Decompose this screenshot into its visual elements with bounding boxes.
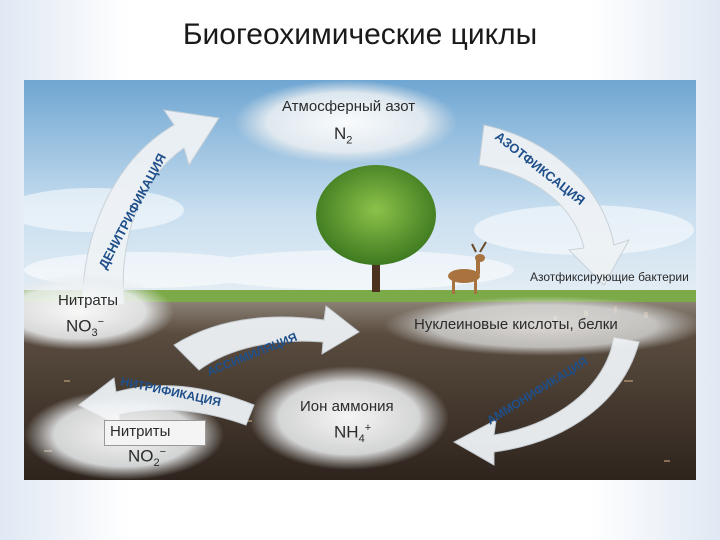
- nitrates-formula-base: NO: [66, 316, 92, 336]
- ammonium-formula: NH4+: [334, 422, 371, 445]
- nitrates-label: Нитраты: [58, 292, 119, 309]
- nitrates-formula-sub: 3: [91, 327, 98, 340]
- nitrites-formula-sup: −: [159, 446, 167, 458]
- atmosphere-blob: [234, 80, 458, 164]
- deer-icon: [448, 241, 487, 294]
- assimilation-arrow: [173, 305, 360, 371]
- atmosphere-formula-base: N: [334, 124, 347, 143]
- nucleic-label: Нуклеиновые кислоты, белки: [414, 316, 618, 333]
- page-title: Биогеохимические циклы: [182, 18, 538, 51]
- tree-trunk: [372, 240, 380, 292]
- nitrates-formula-sup: −: [97, 316, 105, 328]
- bacteria-label: Азотфиксирующие бактерии: [530, 270, 689, 284]
- nitrites-formula-base: NO: [128, 446, 154, 466]
- tree-icon: [316, 165, 436, 265]
- nitrites-formula-sub: 2: [153, 457, 160, 470]
- ammonium-formula-sup: +: [364, 422, 372, 434]
- nitrogen-cycle-diagram: ДЕНИТРИФИКАЦИЯ АЗОТФИКСАЦИЯ АССИМИЛЯЦИЯ …: [24, 80, 696, 480]
- nitrites-label: Нитриты: [110, 423, 171, 440]
- atmosphere-formula-sub: 2: [346, 134, 353, 147]
- nitrites-box: [104, 420, 206, 446]
- ammonium-label: Ион аммония: [300, 398, 394, 415]
- nitrates-blob: [24, 274, 174, 350]
- denitrification-arrow: [81, 109, 220, 305]
- ammonium-formula-sub: 4: [358, 433, 365, 446]
- nitrites-formula: NO2−: [128, 446, 166, 469]
- atmosphere-formula: N2: [334, 124, 352, 146]
- atmosphere-label: Атмосферный азот: [282, 98, 416, 115]
- diagram-canvas: ДЕНИТРИФИКАЦИЯ АЗОТФИКСАЦИЯ АССИМИЛЯЦИЯ …: [24, 80, 696, 480]
- nitrates-formula: NO3−: [66, 316, 104, 339]
- fixation-arrow: [478, 124, 631, 286]
- nucleic-blob: [384, 296, 696, 356]
- ammonium-formula-base: NH: [334, 422, 359, 442]
- ammonium-blob: [249, 366, 449, 470]
